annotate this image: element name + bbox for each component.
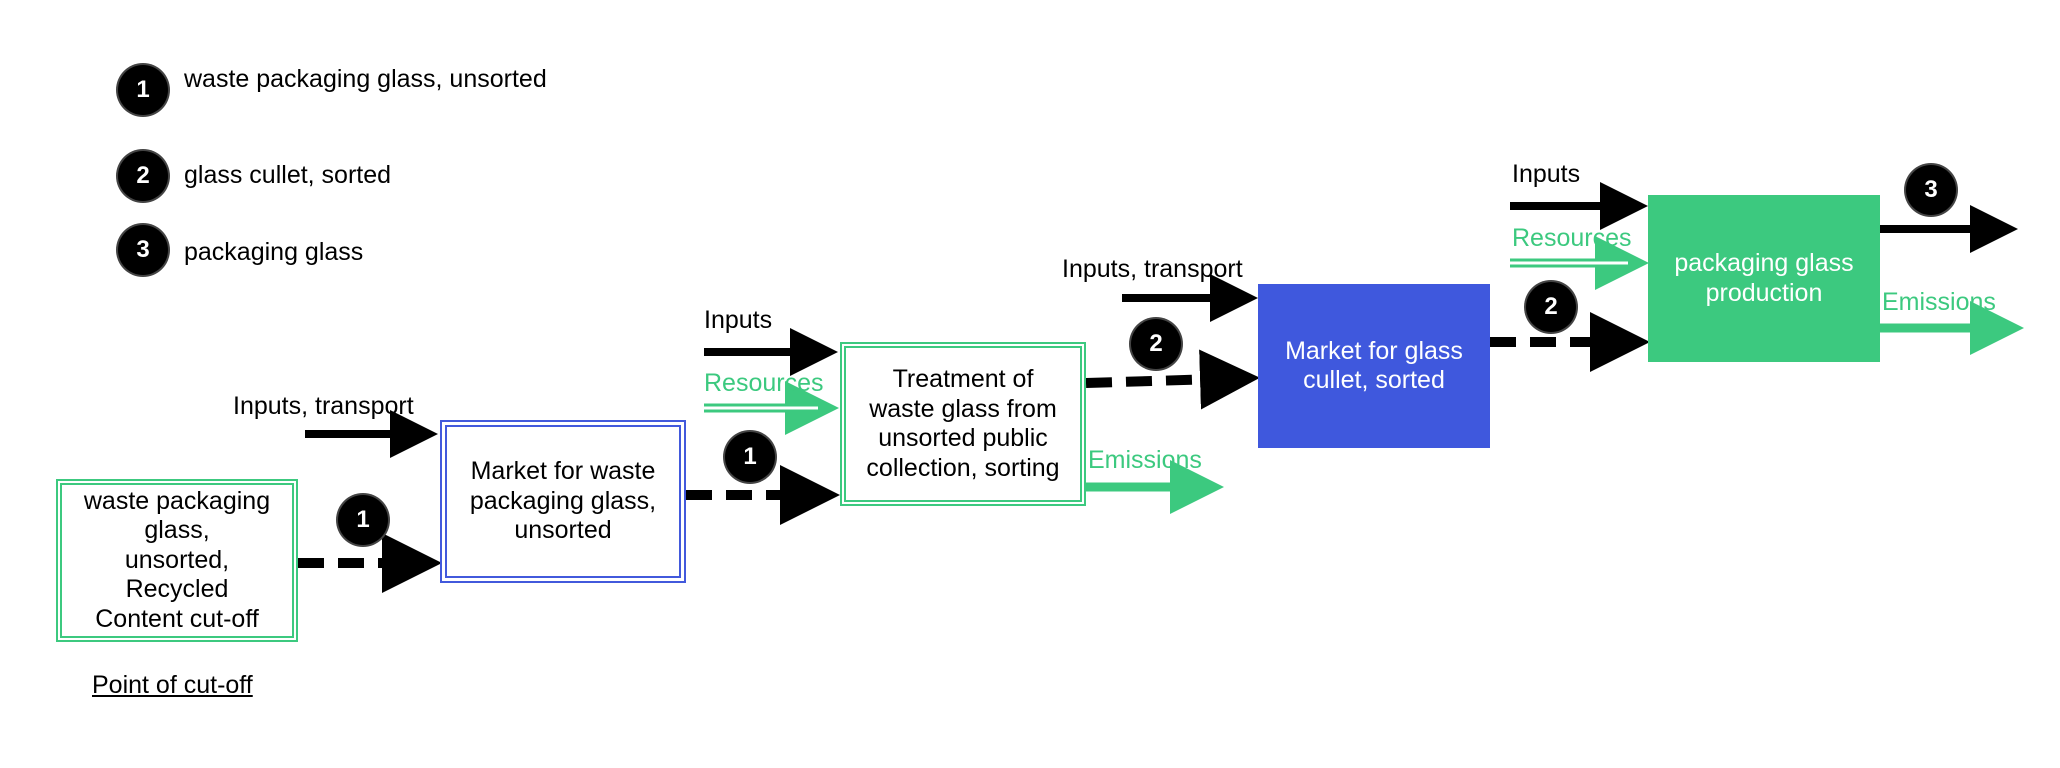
flow-badge-3: 3 xyxy=(1906,165,1956,215)
legend-label-1: waste packaging glass, unsorted xyxy=(184,65,547,93)
market-box-glass-cullet: Market for glass cullet, sorted xyxy=(1258,284,1490,448)
legend-label-2: glass cullet, sorted xyxy=(184,161,392,189)
label-inputs-transport-3: Inputs, transport xyxy=(1062,255,1243,283)
label-inputs-transport-1: Inputs, transport xyxy=(233,392,414,420)
legend-badge-3: 3 xyxy=(118,225,168,275)
label-resources-4: Resources xyxy=(1512,224,1632,252)
process-box-treatment-sorting: Treatment of waste glass from unsorted p… xyxy=(840,342,1086,506)
process-box-packaging-glass-production: packaging glass production xyxy=(1648,195,1880,362)
legend-badge-1: 1 xyxy=(118,65,168,115)
flow-arrow-treatment-to-cullet xyxy=(1085,349,1260,410)
flow-badge-1b: 1 xyxy=(725,432,775,482)
label-inputs-2: Inputs xyxy=(704,306,773,334)
label-emissions-2: Emissions xyxy=(1088,446,1202,474)
legend-badge-2: 2 xyxy=(118,151,168,201)
label-emissions-4: Emissions xyxy=(1882,288,1996,316)
label-inputs-4: Inputs xyxy=(1512,160,1581,188)
flow-badge-2b: 2 xyxy=(1526,282,1576,332)
market-box-waste-packaging-glass: Market for waste packaging glass, unsort… xyxy=(440,420,686,583)
flow-badge-2a: 2 xyxy=(1131,319,1181,369)
label-resources-2: Resources xyxy=(704,369,824,397)
legend-label-3: packaging glass xyxy=(184,238,364,266)
flow-badge-1a: 1 xyxy=(338,495,388,545)
process-box-waste-packaging-glass: waste packaging glass, unsorted, Recycle… xyxy=(56,479,298,642)
cutoff-label: Point of cut-off xyxy=(92,671,253,699)
